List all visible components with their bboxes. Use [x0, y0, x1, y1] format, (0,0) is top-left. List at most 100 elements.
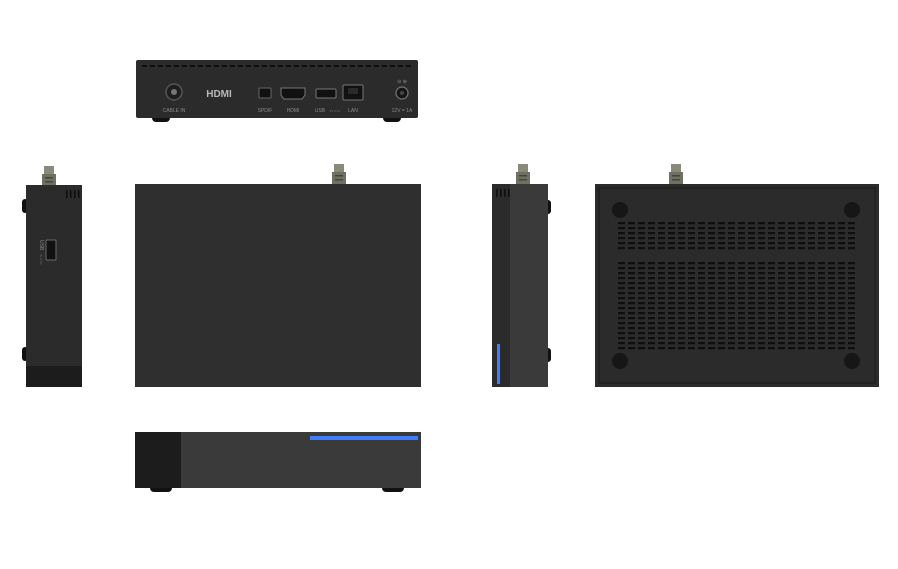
vent-slot — [808, 322, 815, 325]
vent-slot — [778, 237, 785, 240]
vent-slot — [698, 272, 705, 275]
vent-slot — [718, 337, 725, 340]
vent-slot — [808, 312, 815, 315]
vent-slot — [658, 327, 665, 330]
vent-slot — [318, 65, 323, 67]
vent-slot — [828, 232, 835, 235]
vent-slot — [628, 237, 635, 240]
vent-slot — [818, 317, 825, 320]
bottom-rim — [598, 187, 876, 384]
vent-slot — [728, 292, 735, 295]
vent-slot — [788, 247, 795, 250]
vent-slot — [190, 65, 195, 67]
vent-slot — [848, 307, 855, 310]
vent-slot — [728, 317, 735, 320]
vent-slot — [798, 322, 805, 325]
vent-slot — [238, 65, 243, 67]
vent-slot — [718, 292, 725, 295]
side-vents — [496, 189, 510, 197]
usb-sub-label: 5V 0.5A — [330, 109, 341, 113]
vent-slot — [658, 312, 665, 315]
vent-slot — [778, 297, 785, 300]
vent-slot — [678, 277, 685, 280]
vent-slot — [828, 237, 835, 240]
vent-slot — [778, 232, 785, 235]
bottom-face — [595, 184, 879, 387]
vent-slot — [738, 322, 745, 325]
vent-slot — [738, 232, 745, 235]
vent-slot — [618, 227, 625, 230]
vent-slot — [698, 292, 705, 295]
vent-slot — [768, 277, 775, 280]
vent-slot — [658, 272, 665, 275]
vent-slot — [768, 327, 775, 330]
vent-slot — [768, 322, 775, 325]
vent-slot — [768, 347, 775, 350]
vent-slot — [768, 272, 775, 275]
vent-slot — [638, 272, 645, 275]
vent-slot — [688, 322, 695, 325]
led-strip-icon — [497, 344, 500, 384]
vent-slot — [214, 65, 219, 67]
led-strip-icon — [310, 436, 418, 440]
vent-slot — [366, 65, 371, 67]
vent-slot — [628, 227, 635, 230]
vent-slot — [848, 312, 855, 315]
vent-slot — [728, 327, 735, 330]
vent-slot — [688, 287, 695, 290]
vent-slot — [718, 327, 725, 330]
vent-slot — [778, 222, 785, 225]
vent-slot — [838, 272, 845, 275]
vent-slot — [628, 222, 635, 225]
vent-slot — [718, 242, 725, 245]
vent-slot — [808, 272, 815, 275]
vent-slot — [848, 342, 855, 345]
vent-slot — [678, 247, 685, 250]
vent-slot — [848, 272, 855, 275]
vent-slot — [788, 262, 795, 265]
vent-slot — [668, 222, 675, 225]
vent-slot — [628, 297, 635, 300]
vent-slot — [618, 287, 625, 290]
vent-slot — [678, 222, 685, 225]
vent-slot — [678, 282, 685, 285]
vent-slot — [658, 227, 665, 230]
vent-slot — [628, 322, 635, 325]
vent-slot — [818, 307, 825, 310]
vent-slot — [698, 237, 705, 240]
vent-slot — [778, 327, 785, 330]
vent-slot — [748, 287, 755, 290]
vent-slot — [668, 337, 675, 340]
vent-slot — [638, 227, 645, 230]
vent-slot — [382, 65, 387, 67]
vent-slot — [688, 307, 695, 310]
vent-slot — [788, 332, 795, 335]
vent-slot — [788, 317, 795, 320]
vent-slot — [748, 337, 755, 340]
vent-slot — [618, 292, 625, 295]
power-jack-icon: ⊖ ⊕ — [395, 79, 409, 100]
vent-slot — [254, 65, 259, 67]
vent-slot — [758, 227, 765, 230]
vent-slot — [838, 297, 845, 300]
vent-slot — [838, 327, 845, 330]
vent-slot — [748, 262, 755, 265]
top-view-drawing — [135, 164, 421, 387]
vent-slot — [758, 272, 765, 275]
vent-slot — [798, 247, 805, 250]
vent-slot — [778, 342, 785, 345]
vent-slot — [688, 262, 695, 265]
vent-slot — [838, 242, 845, 245]
vent-slot — [708, 302, 715, 305]
vent-slot — [748, 322, 755, 325]
vent-slot — [174, 65, 179, 67]
vent-slot — [688, 247, 695, 250]
hdmi-label: HDMI — [287, 108, 300, 114]
vent-slot — [798, 337, 805, 340]
vent-slot — [182, 65, 187, 67]
antenna-connector — [669, 164, 683, 184]
vent-slot — [688, 312, 695, 315]
vent-slot — [778, 287, 785, 290]
front-view — [132, 428, 424, 496]
vent-slot — [718, 227, 725, 230]
